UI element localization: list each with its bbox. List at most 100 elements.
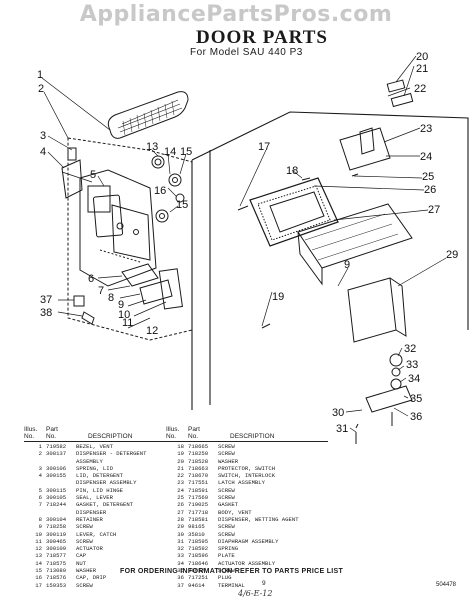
page-number: 9 <box>262 580 266 587</box>
part-description: SCREW <box>218 523 235 531</box>
part-no: 718595 <box>188 537 209 545</box>
dispenser-panel-outline <box>67 137 193 341</box>
illus-no: 31 <box>177 537 184 545</box>
callout-1: 1 <box>37 69 43 81</box>
part-description: PLATE <box>218 552 235 560</box>
vent-body <box>249 177 339 247</box>
lid-spring <box>67 147 77 161</box>
illus-no: 22 <box>177 472 184 480</box>
part-description: RETAINER <box>76 515 103 523</box>
part-no: 713080 <box>46 567 67 575</box>
part-description: CAP <box>76 552 87 560</box>
part-description: BODY, VENT <box>218 508 252 516</box>
callout-11: 11 <box>122 317 133 329</box>
callout-15-lower: 15 <box>176 199 188 211</box>
callout-15: 15 <box>180 146 192 158</box>
callout-20: 20 <box>416 51 428 63</box>
part-description: SCREW <box>218 450 235 458</box>
part-no: 718576 <box>46 574 67 582</box>
part-no: 719582 <box>46 443 67 450</box>
illus-no: 27 <box>177 508 184 516</box>
callout-14: 14 <box>164 146 176 158</box>
part-description: SCREW <box>76 537 93 545</box>
part-no: 717718 <box>188 508 209 516</box>
illus-no: 1 <box>38 443 42 450</box>
part-description: BEZEL, VENT <box>76 443 113 450</box>
callout-24: 24 <box>420 151 432 163</box>
callout-32: 32 <box>404 343 416 355</box>
illus-no: 23 <box>177 479 184 487</box>
callout-labels: 1 2 3 4 5 6 7 8 9 10 11 12 13 14 15 16 1… <box>37 51 458 435</box>
document-number: 504478 <box>436 582 457 588</box>
part-description: ASSEMBLY <box>76 457 103 465</box>
callout-9-right: 9 <box>344 259 350 271</box>
part-description: NUT <box>76 559 87 567</box>
illus-no: 24 <box>177 486 184 494</box>
part-no: 308137 <box>46 450 67 458</box>
part-description: PLUG <box>218 574 232 582</box>
part-description: PROTECTOR, SWITCH <box>218 464 276 472</box>
part-no: 35810 <box>188 530 205 538</box>
header-illus-no: Illus.No. <box>166 426 180 440</box>
callout-21: 21 <box>416 63 428 75</box>
illus-no: 12 <box>35 545 42 553</box>
illus-no: 17 <box>35 581 42 589</box>
illus-no: 26 <box>177 501 184 509</box>
lever-parts <box>121 263 173 305</box>
part-no: 717569 <box>188 494 209 502</box>
part-no: 300155 <box>46 472 67 480</box>
callout-4: 4 <box>40 146 46 158</box>
illus-no: 29 <box>177 523 184 531</box>
part-description: SCREW <box>218 486 235 494</box>
wetting-agent-dispenser <box>297 203 413 286</box>
part-no: 718646 <box>188 559 209 567</box>
part-no: 300109 <box>46 545 67 553</box>
callout-31: 31 <box>336 423 348 435</box>
callout-6: 6 <box>88 273 94 285</box>
part-no: 718581 <box>188 515 209 523</box>
parts-row: 27 717718 BODY, VENT <box>166 509 328 516</box>
illus-no: 3 <box>38 464 42 472</box>
illus-no: 21 <box>177 464 184 472</box>
header-description: DESCRIPTION <box>230 433 275 440</box>
page-subtitle: For Model SAU 440 P3 <box>190 47 303 58</box>
illus-no: 30 <box>177 530 184 538</box>
part-no: 300115 <box>46 486 67 494</box>
watermark: AppliancePartsPros.com <box>79 2 393 27</box>
part-no: 718665 <box>188 443 209 450</box>
callout-12: 12 <box>146 325 158 337</box>
part-no: 718528 <box>188 457 209 465</box>
page-title: DOOR PARTS <box>196 27 328 48</box>
callout-13: 13 <box>146 141 158 153</box>
part-no: 717251 <box>188 574 209 582</box>
callout-29: 29 <box>446 249 458 261</box>
illus-no: 15 <box>35 567 42 575</box>
illus-no: 2 <box>38 450 42 458</box>
parts-row: 1 719582 BEZEL, VENT <box>24 443 186 450</box>
illus-no: 13 <box>35 552 42 560</box>
part-description: LID, DETERGENT <box>76 472 123 480</box>
illus-no: 34 <box>177 559 184 567</box>
header-description: DESCRIPTION <box>88 433 133 440</box>
